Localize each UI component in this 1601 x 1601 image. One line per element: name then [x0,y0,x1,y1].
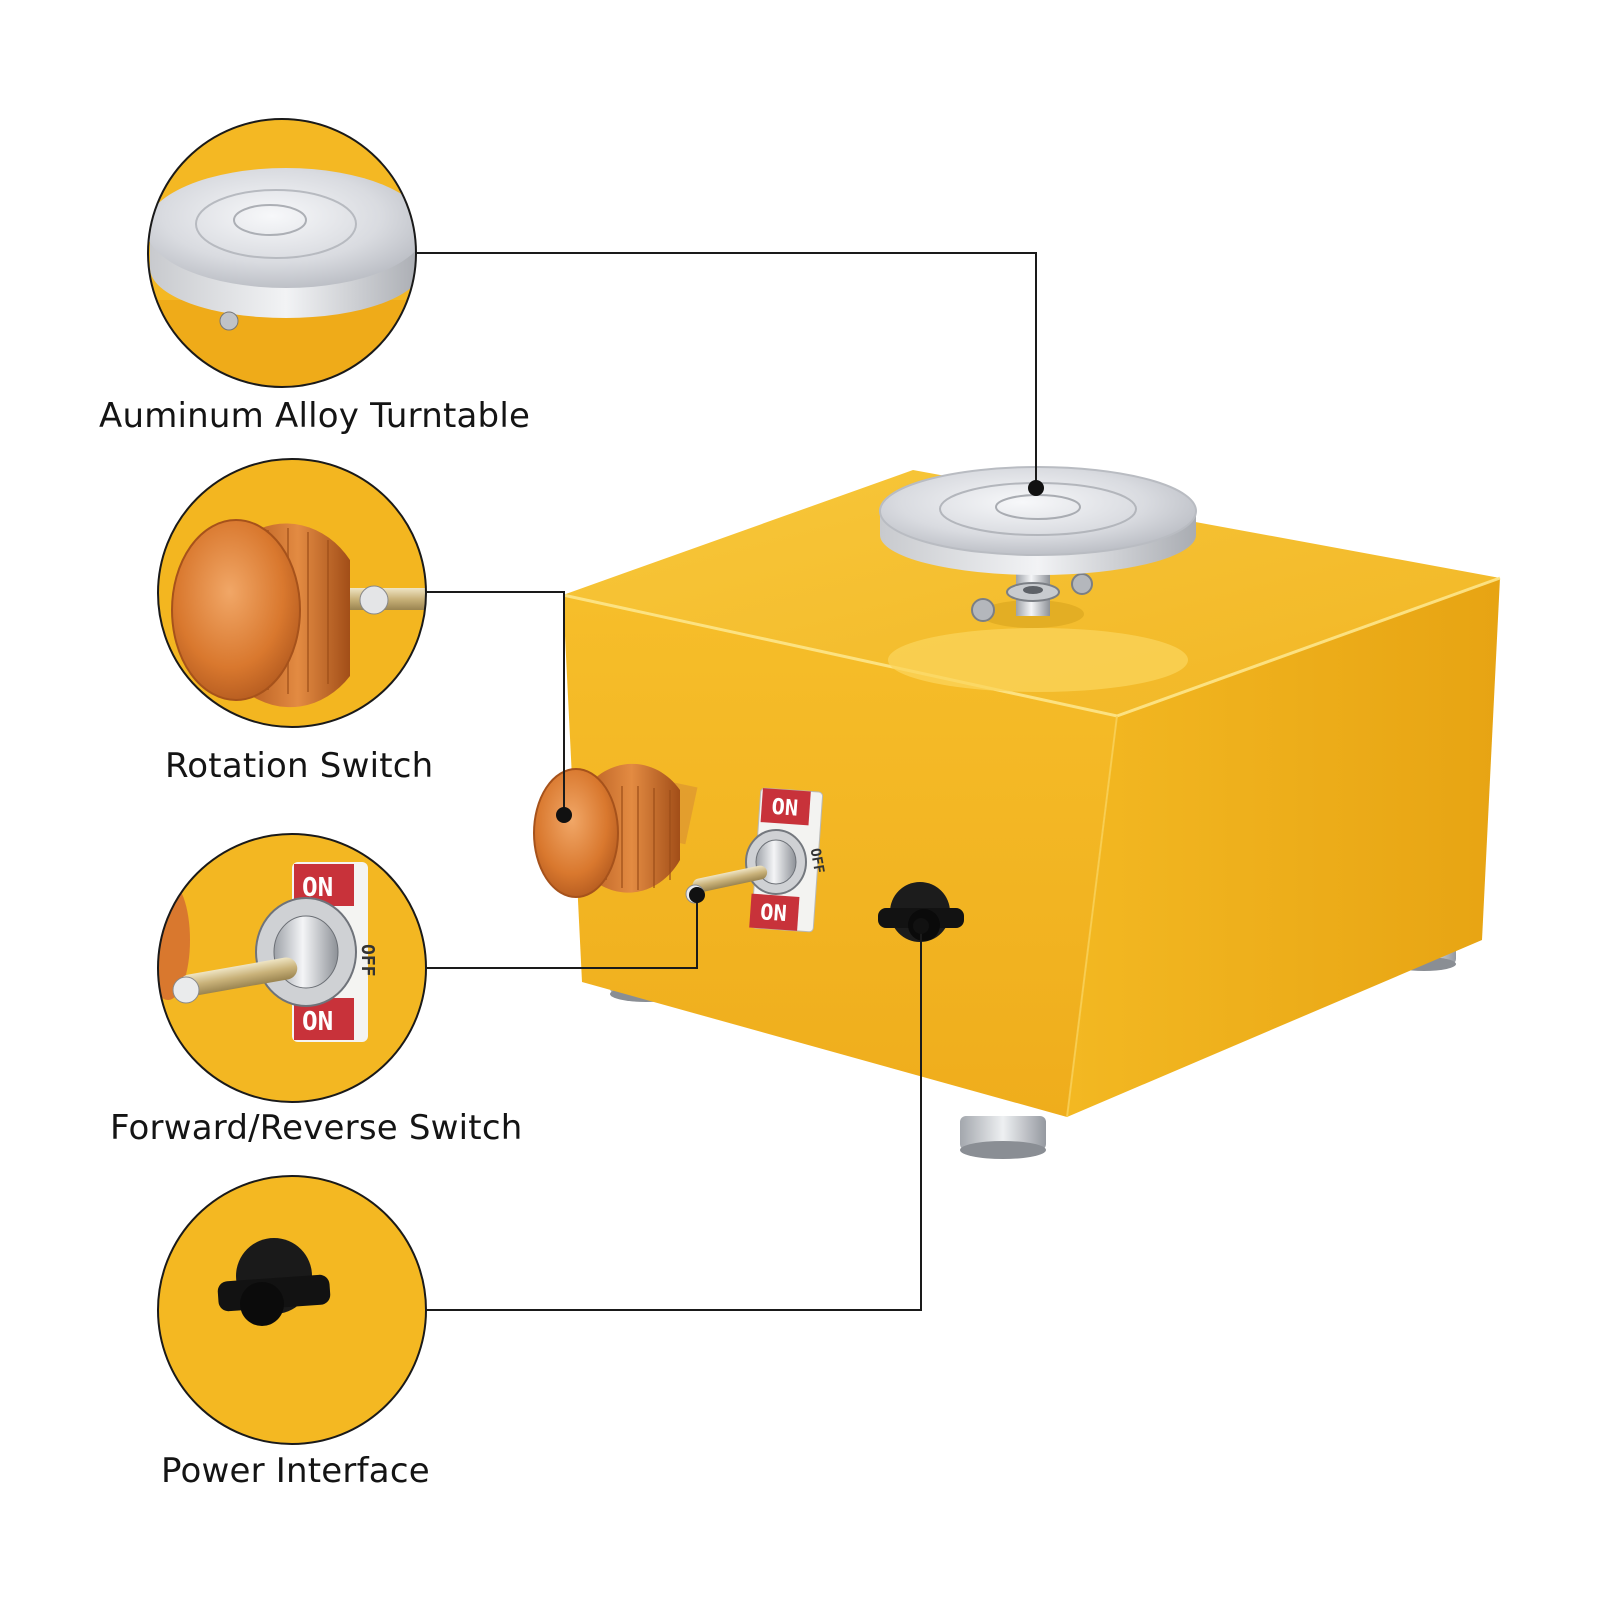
switch-label-middle: OFF [807,847,827,875]
foot-front-right [960,1116,1046,1159]
leader-line-rotation [426,591,565,815]
box-side-face [1067,578,1500,1117]
rotation-switch-label: Rotation Switch [165,746,434,786]
leader-line-power [424,926,922,1311]
callout-turntable-circle [147,118,417,388]
toggle-switch: ON ON OFF [685,787,827,933]
switch-label-bottom: ON [759,900,787,927]
leader-line-turntable [416,252,1037,486]
turntable-icon [879,466,1197,575]
callout-power-circle [157,1175,427,1445]
pottery-wheel-body: ON ON OFF [533,466,1501,1159]
zoom-switch-label-bottom: ON [302,1007,333,1037]
turntable-mount [971,570,1093,628]
leader-lines [416,252,1037,1311]
leader-line-fwdrev [426,898,698,969]
switch-label-top: ON [771,795,799,822]
turntable-label: Auminum Alloy Turntable [99,396,531,436]
callout-rotation-circle [157,458,427,728]
rotation-knob [533,763,698,898]
callout-fwdrev-circle: ON ON OFF [157,833,427,1103]
power-interface-label: Power Interface [161,1451,430,1491]
box-front-face [563,595,1117,1117]
zoom-switch-label-middle: OFF [357,944,378,977]
forward-reverse-switch-label: Forward/Reverse Switch [110,1108,523,1148]
